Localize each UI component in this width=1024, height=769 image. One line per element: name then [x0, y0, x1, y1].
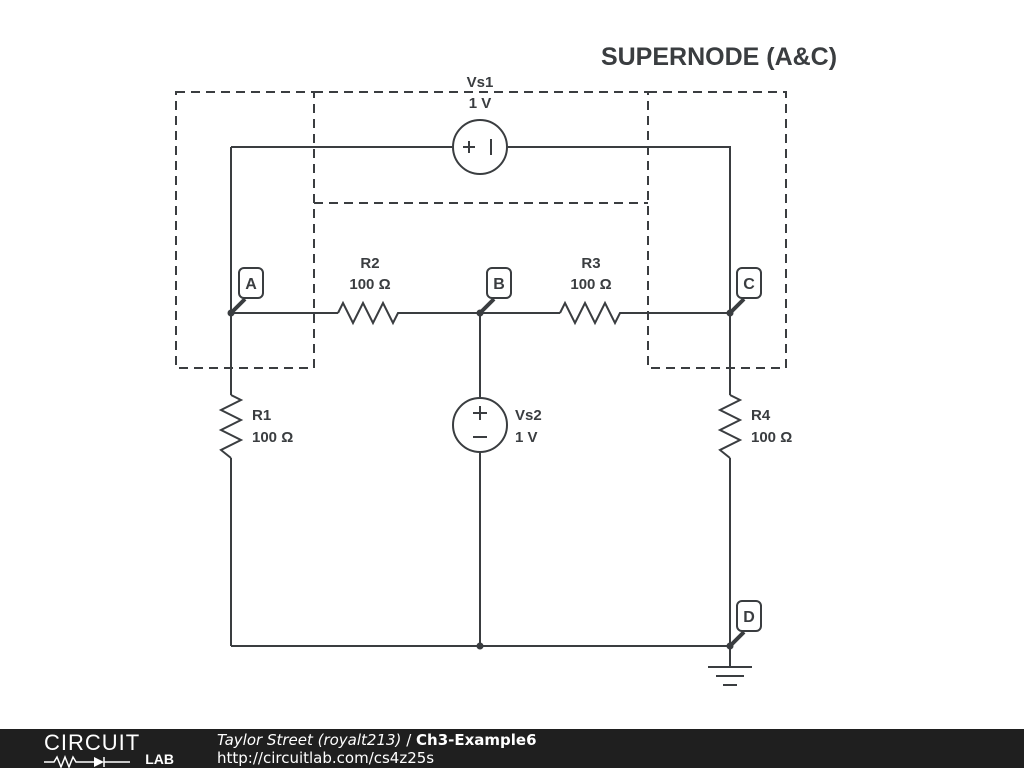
circuitlab-logo[interactable]: CIRCUIT LAB — [44, 730, 174, 769]
author-line: Taylor Street (royalt213) / Ch3-Example6 — [217, 731, 537, 749]
r1-name: R1 — [252, 407, 271, 424]
voltage-source-vs2 — [452, 397, 508, 453]
node-label-c: C — [743, 276, 755, 293]
diagram-title: SUPERNODE (A&C) — [601, 43, 837, 71]
node-tag-c: C — [728, 267, 762, 315]
r1-value: 100 Ω — [252, 429, 293, 446]
r3-name: R3 — [581, 255, 600, 272]
resistor-r4 — [717, 394, 743, 459]
node-tag-d: D — [728, 600, 762, 648]
r2-name: R2 — [360, 255, 379, 272]
r4-name: R4 — [751, 407, 771, 424]
vs1-value: 1 V — [469, 95, 492, 112]
resistor-diode-icon — [44, 755, 130, 769]
author-link[interactable]: Taylor Street (royalt213) — [217, 731, 402, 749]
footer-bar: CIRCUIT LAB Taylor Street (royalt213) / … — [0, 729, 1024, 769]
logo-text-top: CIRCUIT — [44, 730, 141, 755]
node-label-b: B — [493, 276, 505, 293]
circuit-schematic: A B C D SUPERNODE (A&C) Vs1 1 V R2 100 Ω… — [175, 43, 837, 686]
resistor-r3 — [559, 300, 622, 326]
voltage-source-vs1 — [452, 119, 508, 175]
wire-top — [231, 146, 731, 313]
resistor-r2 — [337, 300, 402, 326]
r4-value: 100 Ω — [751, 429, 792, 446]
circuit-url[interactable]: http://circuitlab.com/cs4z25s — [217, 749, 435, 767]
resistor-r1 — [218, 394, 244, 459]
vs1-name: Vs1 — [467, 74, 494, 91]
separator: / — [401, 731, 417, 749]
node-label-d: D — [743, 609, 755, 626]
supernode-boundary — [175, 91, 787, 369]
node-tag-b: B — [478, 267, 512, 315]
logo-text-bottom: LAB — [145, 751, 174, 767]
r3-value: 100 Ω — [570, 276, 611, 293]
r2-value: 100 Ω — [349, 276, 390, 293]
node-tag-a: A — [229, 267, 264, 315]
ground-symbol — [708, 646, 752, 686]
vs2-name: Vs2 — [515, 407, 542, 424]
node-label-a: A — [245, 276, 257, 293]
vs2-value: 1 V — [515, 429, 538, 446]
circuit-name[interactable]: Ch3-Example6 — [416, 731, 537, 749]
